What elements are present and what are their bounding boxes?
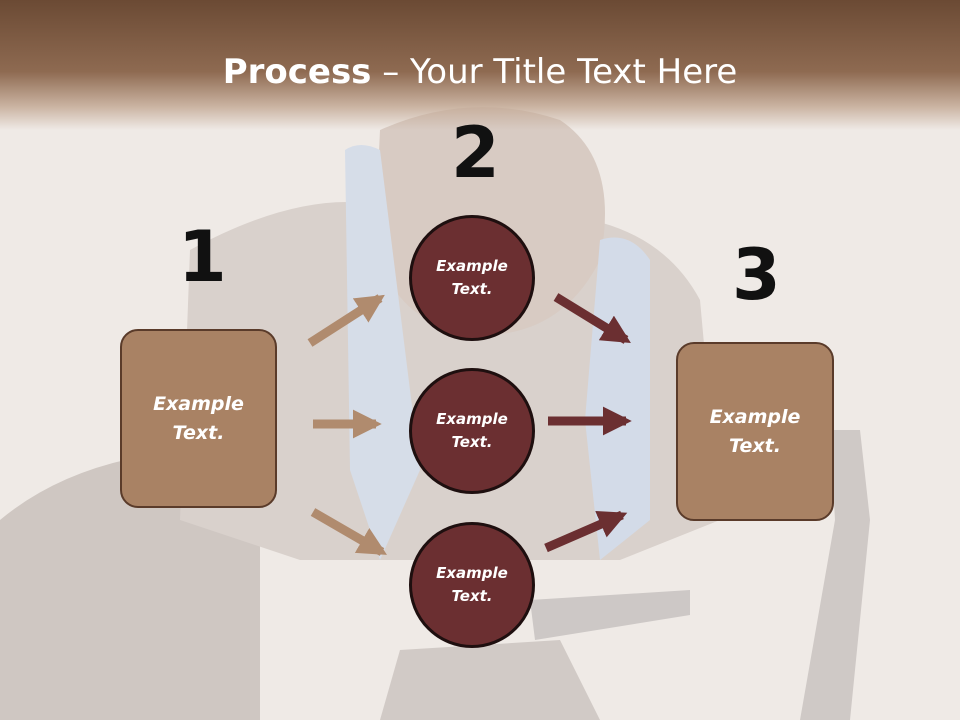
circle-bottom-line1: Example	[436, 564, 508, 582]
circle-bottom-line2: Text.	[451, 587, 493, 605]
step-2-number: 2	[451, 112, 500, 194]
circle-middle-line1: Example	[436, 410, 508, 428]
slide-title: Process – Your Title Text Here	[0, 52, 960, 92]
arrow-circle-bottom-to-box3	[544, 510, 628, 553]
step-1-number: 1	[178, 216, 227, 298]
step-2-circle-top: Example Text.	[409, 215, 535, 341]
step-3-box: Example Text.	[676, 342, 834, 521]
circle-top-line2: Text.	[451, 280, 493, 298]
step-2-circle-bottom: Example Text.	[409, 522, 535, 648]
step-3-number: 3	[732, 234, 781, 316]
step-1-box: Example Text.	[120, 329, 277, 508]
step-2-circle-middle: Example Text.	[409, 368, 535, 494]
circle-top-line1: Example	[436, 257, 508, 275]
step-1-box-line1: Example	[153, 392, 244, 415]
step-3-box-line1: Example	[709, 405, 801, 428]
arrow-circle-top-to-box3	[553, 293, 631, 344]
title-band	[0, 0, 960, 130]
title-rest: – Your Title Text Here	[371, 52, 738, 92]
arrow-box1-to-circle-bottom	[310, 508, 387, 556]
title-bold: Process	[222, 52, 372, 92]
arrow-box1-to-circle-top	[307, 294, 385, 347]
circle-middle-line2: Text.	[451, 433, 493, 451]
step-3-box-line2: Text.	[729, 434, 781, 457]
step-1-box-line2: Text.	[172, 421, 225, 444]
